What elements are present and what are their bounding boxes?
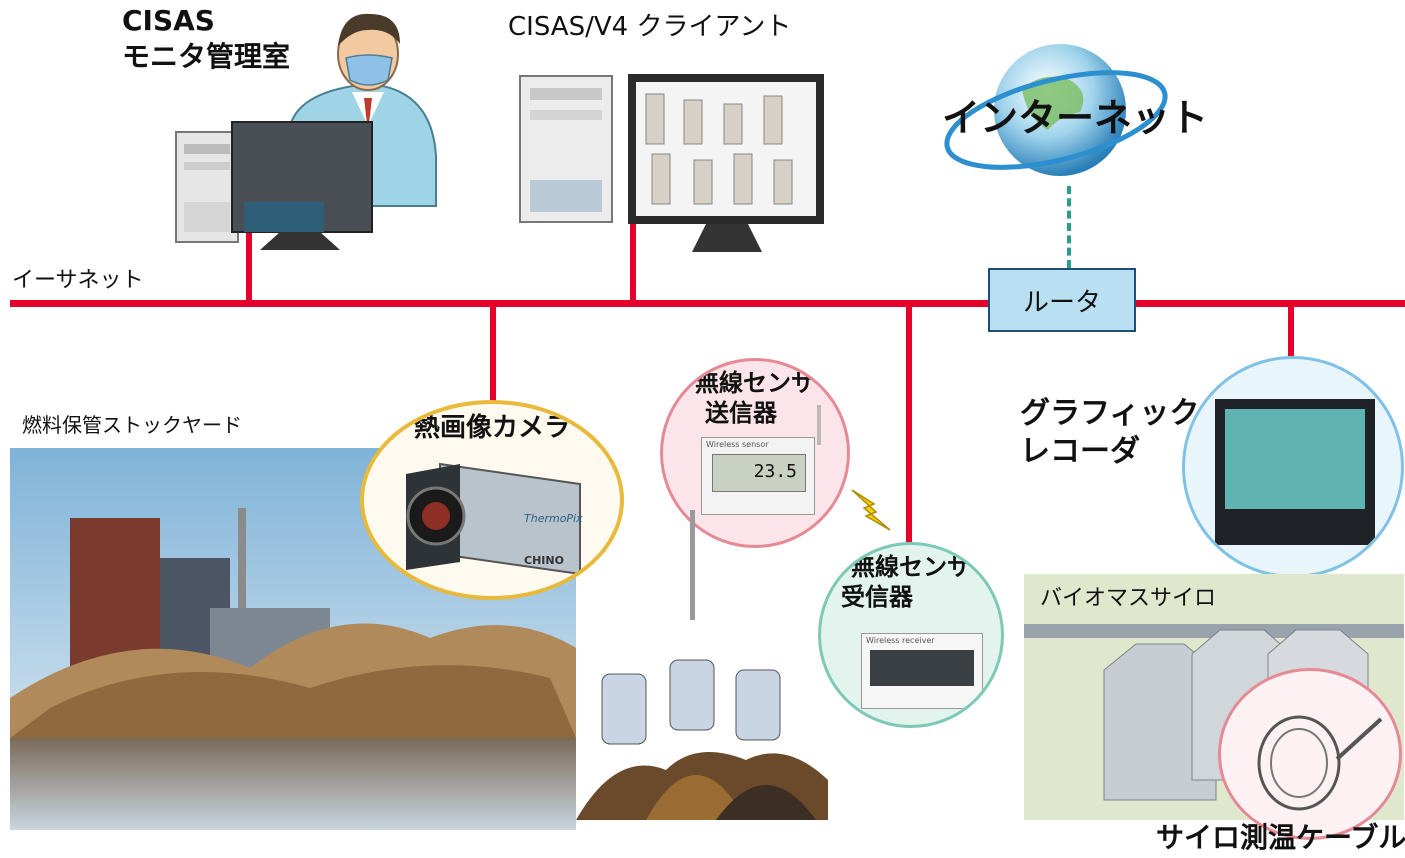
operator-icon xyxy=(289,13,437,207)
thermal-camera-circle: 熱画像カメラ ThermoPix CHINO xyxy=(360,400,624,600)
operator-workstation xyxy=(175,13,437,250)
monitor-icon xyxy=(231,121,373,250)
wireless-tx-label-2: 送信器 xyxy=(705,399,777,427)
tx-lcd: 23.5 xyxy=(712,454,806,492)
sensor-piles xyxy=(576,659,828,820)
antenna-icon xyxy=(817,405,821,445)
wireless-tx-label-1: 無線センサ xyxy=(695,369,815,397)
graphic-recorder-circle xyxy=(1182,356,1404,578)
tx-header: Wireless sensor xyxy=(706,440,769,449)
rx-screen xyxy=(870,650,974,686)
ethernet-label: イーサネット xyxy=(12,268,144,293)
silo-label: バイオマスサイロ xyxy=(1040,586,1217,611)
wireless-rx-label-1: 無線センサ xyxy=(851,553,971,581)
wireless-rx-label-2: 受信器 xyxy=(841,583,913,611)
client-workstation xyxy=(519,74,824,252)
drop-client xyxy=(630,210,636,302)
monitor-icon xyxy=(628,74,824,252)
router-box: ルータ xyxy=(988,268,1136,332)
silo-cable-label: サイロ測温ケーブル xyxy=(1156,821,1405,854)
rx-device: Wireless receiver xyxy=(861,633,983,709)
recorder-screen xyxy=(1225,409,1365,509)
drop-monitor-room xyxy=(246,218,252,302)
camera-icon xyxy=(406,462,581,576)
silo-cable-circle xyxy=(1218,668,1402,840)
drop-receiver xyxy=(906,304,912,552)
chino-text: CHINO xyxy=(524,554,564,567)
client-label: CISAS/V4 クライアント xyxy=(508,12,792,42)
pc-tower-icon xyxy=(175,131,239,243)
graphic-label-1: グラフィック xyxy=(1020,396,1200,431)
pc-tower-icon xyxy=(519,75,613,223)
thermal-camera-label: 熱画像カメラ xyxy=(413,413,570,443)
recorder-body xyxy=(1215,399,1375,545)
sensor-probe xyxy=(690,510,695,620)
globe-icon xyxy=(944,44,1168,176)
drop-camera xyxy=(490,304,496,416)
graphic-label-2: レコーダ xyxy=(1020,434,1140,469)
cisas-room-label: モニタ管理室 xyxy=(122,40,291,73)
tx-reading: 23.5 xyxy=(753,461,797,482)
thermopix-text: ThermoPix xyxy=(524,512,583,525)
stockyard-label: 燃料保管ストックヤード xyxy=(22,413,242,437)
wireless-rx-circle: 無線センサ 受信器 Wireless receiver xyxy=(818,542,1004,728)
sensor-tag-icon xyxy=(601,659,781,745)
drop-recorder xyxy=(1288,304,1294,356)
cable-icon xyxy=(1257,715,1383,811)
internet-link xyxy=(1067,186,1071,268)
internet-label: インターネット xyxy=(942,96,1209,140)
ethernet-bus xyxy=(10,300,1405,307)
cisas-title: CISAS xyxy=(122,4,215,37)
tx-device: Wireless sensor 23.5 xyxy=(701,437,815,515)
rx-header: Wireless receiver xyxy=(866,636,935,645)
lightning-icon xyxy=(851,489,891,531)
